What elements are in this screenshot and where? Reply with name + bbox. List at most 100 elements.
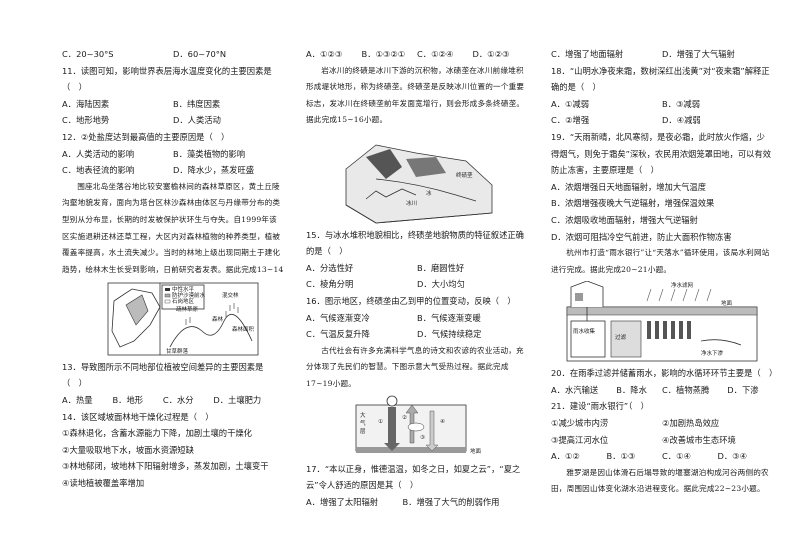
option-d: D．下渗: [727, 384, 759, 395]
figure-label: 疏林草原: [176, 305, 199, 313]
statement-3: ③林地郁闭，坡地林下阳辐射增多，蒸发加剧，土壤变干: [62, 461, 269, 472]
statement-4: ④读地植被覆盖率增加: [62, 477, 145, 488]
question-11: 11．读图可知，影响世界表层海水温度变化的主要因素是: [62, 65, 272, 76]
option-a: A．人类活动的影响: [62, 148, 135, 159]
option-row: A．①减弱 B．③减弱: [551, 96, 773, 113]
option-d: D．60~70°N: [173, 49, 227, 59]
option-d: D．降水少，蒸发旺盛: [173, 165, 255, 176]
option-row: C．②增强 D．④减弱: [551, 112, 773, 129]
reading-passage: 杭州市打造“雨水银行”让“天落水”循环使用，该局水利网站进行完成。据此完成20~…: [551, 248, 770, 274]
option-row: A．海陆因素 B．纬度因素: [62, 96, 284, 113]
option-b: B．①③②①: [361, 49, 406, 59]
statement-row: ①减少城市内涝 ②加剧热岛效应: [551, 415, 773, 432]
option-d: D．①②③: [472, 49, 510, 59]
figure-label: 森林: [212, 315, 224, 323]
figure-label: 混交林: [222, 291, 239, 299]
figure-label: 气: [360, 419, 366, 427]
option-b: B．③减弱: [662, 98, 701, 109]
option-row: C．地形地势 D．人类活动: [62, 112, 284, 129]
option-a: A．①②: [551, 451, 580, 462]
statement-3: ③提高江河水位: [551, 434, 609, 445]
legend-label: 防护沙漠前水: [172, 291, 206, 299]
option-d: D．③④: [717, 451, 748, 462]
option-c: C．地形地势: [62, 115, 110, 126]
option-b: B．增强了大气的削弱作用: [402, 496, 500, 507]
option-b: B．磨圆性好: [417, 262, 465, 273]
figure-label: 冰川: [406, 199, 417, 207]
question-15: 15．与冰水堆积地貌相比，终碛垄地貌物质的特征叙述正确的是（ ）: [306, 229, 524, 257]
option-row: A．水汽输送 B．降水 C．植物蒸腾 D．下渗: [551, 382, 773, 399]
option-b: B．浓烟增强夜晚大气逆辐射，增强保温效果: [551, 198, 715, 209]
option-a: A．①减弱: [551, 98, 590, 109]
option-row: C．地表径流的影响 D．降水少，蒸发旺盛: [62, 162, 284, 179]
figure-label: 冰: [426, 189, 432, 197]
legend-label: 中性水平: [172, 285, 195, 293]
option-row: A．分选性好 B．磨圆性好: [306, 260, 528, 277]
option-c: C．浓烟吸收地面辐射，增强大气逆辐射: [551, 214, 698, 225]
statement-4: ④改善城市生态环境: [662, 434, 736, 445]
option-b: B．气候逐渐变暖: [417, 312, 481, 323]
option-d: D．④减弱: [662, 115, 701, 126]
option-row: C．增强了地面辐射 D．增强了大气辐射: [551, 46, 773, 63]
figure-label: ③: [420, 435, 425, 441]
option-c: C．水分: [162, 394, 194, 405]
option-a: A．热量: [62, 394, 93, 405]
atmosphere-heating-figure: 大 气 层 ① ② ③ ④ 地面: [306, 395, 528, 459]
option-row: C．气温反复升降 D．气候持续稳定: [306, 326, 528, 343]
option-d: D．浓烟可阻挡冷空气前进，防止大面积作物冻害: [551, 231, 732, 242]
figure-label: 大: [360, 411, 366, 419]
figure-label: 雨水收集: [573, 327, 596, 335]
column-2: A．①②③ B．①③②① C．①②④ D．①②③ 岩冰川的终碛是冰川下游的沉积物…: [306, 46, 528, 511]
figure-label: 净水下渗: [701, 349, 724, 357]
column-1: C．20~30°S D．60~70°N 11．读图可知，影响世界表层海水温度变化…: [62, 46, 284, 492]
option-row: A．①② B．①③ C．①④ D．③④: [551, 448, 773, 465]
figure-label: ②: [402, 414, 407, 421]
answer-paren: （ ）: [62, 82, 87, 93]
option-a: A．浓烟增强日天地面辐射，增加大气温度: [551, 181, 707, 192]
option-row: C．棱角分明 D．大小均匀: [306, 276, 528, 293]
question-21: 21．建设“雨水银行”（ ）: [551, 401, 649, 412]
figure-label: 地面: [470, 447, 482, 455]
question-19: 19．“天雨新晴，北风寒彻，是夜必霜，此时放火作熅，少得烟气，则免于霜矣”深秋，…: [551, 131, 772, 176]
option-row: A．气候逐渐变冷 B．气候逐渐变暖: [306, 310, 528, 327]
rainwater-bank-figure: 净水滤网 地面 雨水收集 过滤 净水下渗: [551, 280, 773, 363]
option-row: A．①②③ B．①③②① C．①②④ D．①②③: [306, 46, 528, 63]
option-b: B．地形: [112, 394, 144, 405]
option-a: A．①②③: [306, 49, 343, 59]
option-a: A．水汽输送: [551, 384, 599, 395]
reading-passage: 雅罗湖是因山体滑石后塌导致的堰塞湖泊构成河谷两侧的农田，周围因山体变化湖水沿进程…: [551, 467, 769, 494]
option-c: C．②增强: [551, 115, 590, 126]
statement-1: ①减少城市内涝: [551, 417, 609, 428]
option-row: A．热量 B．地形 C．水分 D．土壤肥力: [62, 392, 284, 409]
option-b: B．①③: [606, 451, 636, 462]
glacier-figure: 终碛垄 冰川 冰: [306, 139, 528, 225]
option-d: D．增强了大气辐射: [662, 49, 735, 59]
reading-passage: 围座北岛坐落谷地比较安塞榆林间的森林草原区，黄土丘陵沟壑地貌发育，面向为塔台区林…: [62, 181, 284, 274]
question-16: 16．图示地区，终碛垄由乙到甲的位置变动，反映（ ）: [306, 295, 516, 306]
option-a: A．海陆因素: [62, 98, 110, 109]
question-17: 17．“本以正身，惟德温温，如冬之日，如夏之云”，“夏之云”令人舒适的原因是其（…: [306, 463, 521, 491]
statement-1: ①森林退化，含蓄水源能力下降，加剧土壤的干燥化: [62, 428, 252, 439]
option-b: B．纬度因素: [173, 98, 221, 109]
figure-label: 层: [360, 428, 366, 435]
column-3: C．增强了地面辐射 D．增强了大气辐射 18．“山明水净夜来霜，数树深红出浅黄”…: [551, 46, 773, 499]
option-row: A．人类活动的影响 B．藻类植物的影响: [62, 146, 284, 163]
option-a: A．气候逐渐变冷: [306, 312, 370, 323]
option-c: C．①②④: [417, 49, 454, 59]
option-c: C．地表径流的影响: [62, 165, 135, 176]
question-20: 20．在雨季过滤并储蓄雨水，影响的水循环环节主要是（ ）: [551, 368, 773, 379]
figure-label: 终碛垄: [456, 171, 473, 179]
question-18: 18．“山明水净夜来霜，数树深红出浅黄”对“夜来霜”解释正确的是（ ）: [551, 65, 770, 93]
vegetation-figure: 中性水平 防护沙漠前水 石岗地区 森林 混交林 疏林草原 森林面积 甘草群落: [62, 281, 284, 357]
option-d: D．土壤肥力: [213, 394, 262, 405]
option-c: C．棱角分明: [306, 279, 354, 290]
figure-label: 森林面积: [232, 325, 255, 333]
option-d: D．人类活动: [173, 115, 221, 126]
statement-row: ③提高江河水位 ④改善城市生态环境: [551, 432, 773, 449]
figure-label: 净水滤网: [671, 281, 694, 289]
option-c: C．20~30°S: [62, 49, 114, 59]
question-13: 13．导致图所示不同地部位植被空间差异的主要因素是: [62, 361, 264, 372]
option-row: C．20~30°S D．60~70°N: [62, 46, 284, 63]
answer-paren: （ ）: [62, 378, 87, 389]
option-b: B．藻类植物的影响: [173, 148, 246, 159]
